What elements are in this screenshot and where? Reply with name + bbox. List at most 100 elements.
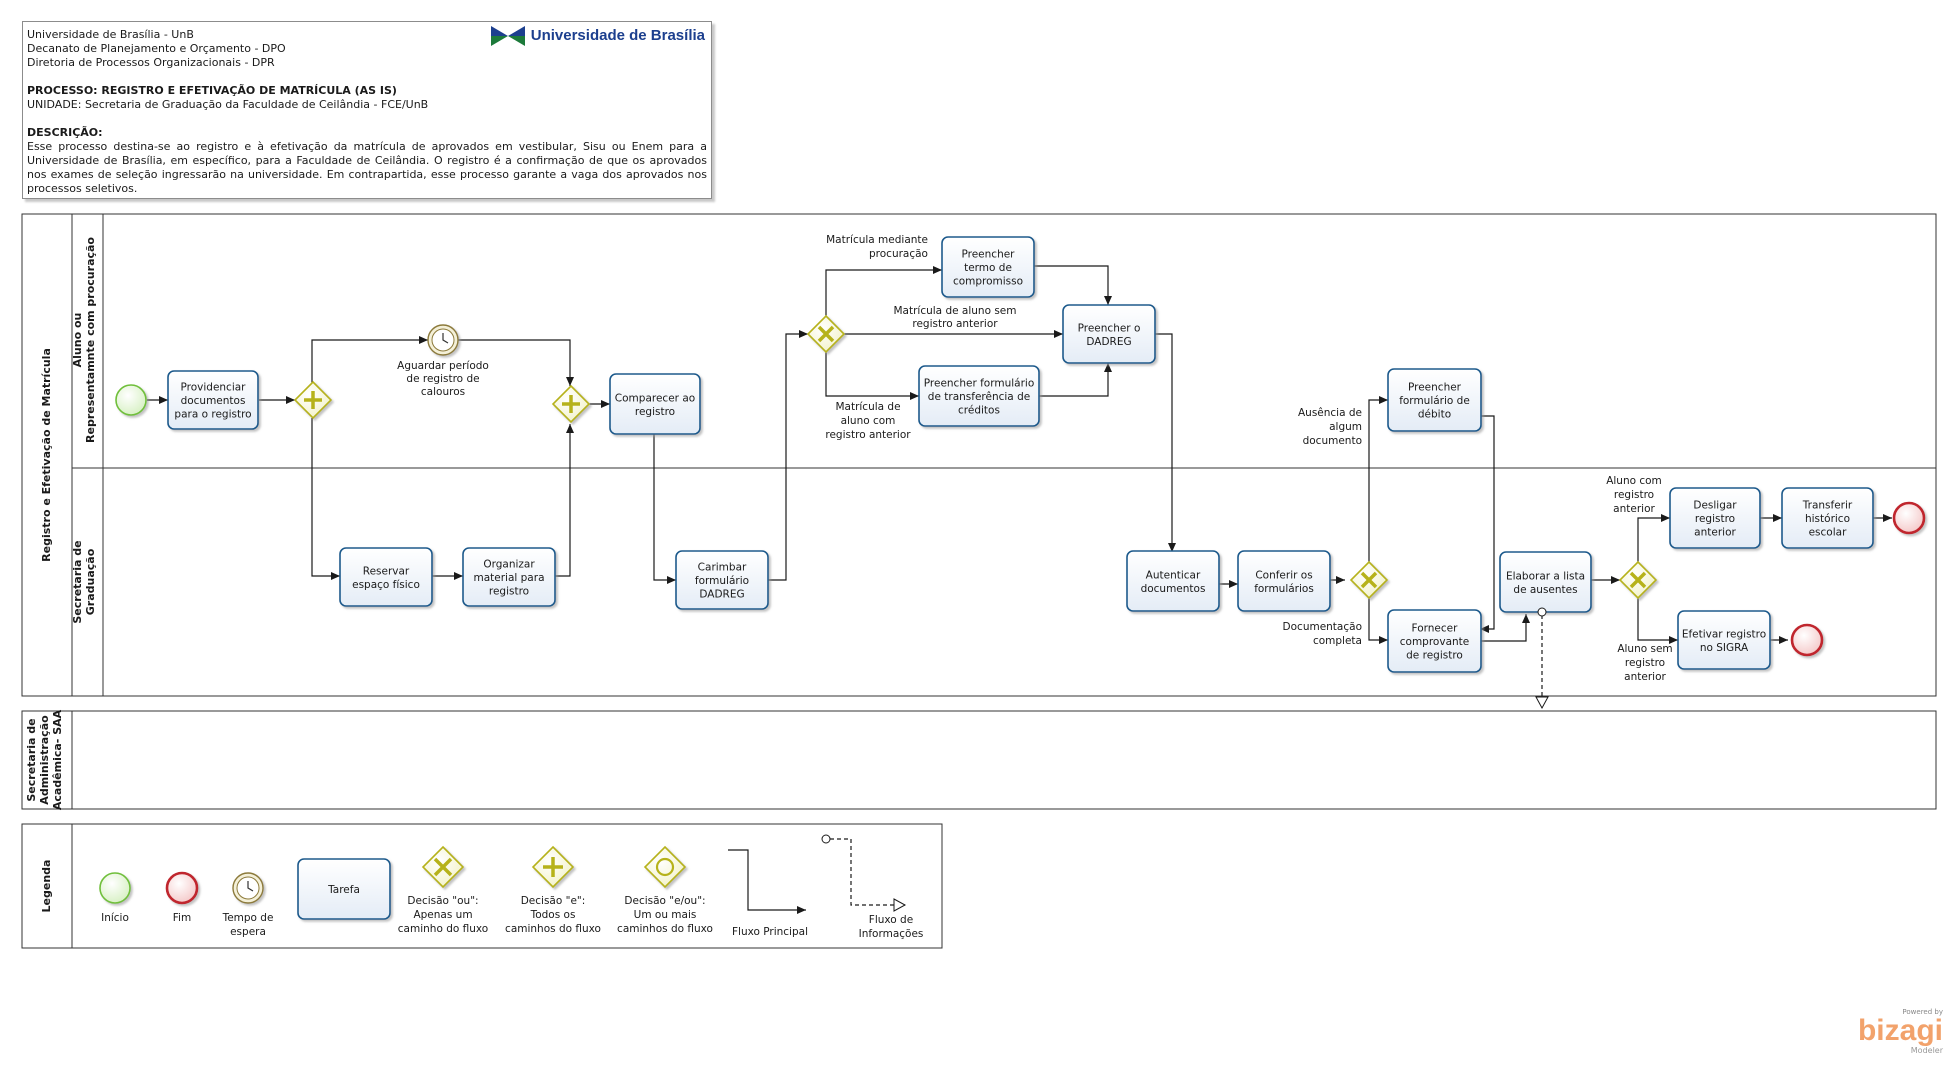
label-com-registro-1: Matrícula de xyxy=(835,401,900,413)
legend-fim-label: Fim xyxy=(173,912,191,924)
legend-ou-label-2: Apenas um xyxy=(413,909,472,921)
legend-eou-label-1: Decisão "e/ou": xyxy=(624,895,705,907)
timer-event xyxy=(427,324,459,356)
task-label: formulários xyxy=(1254,583,1314,595)
task-label: Preencher xyxy=(961,249,1015,261)
task-label: anterior xyxy=(1694,527,1736,539)
task-box xyxy=(167,370,259,430)
org-line: Universidade de Brasília - UnB xyxy=(27,28,194,41)
label-completa-2: completa xyxy=(1313,635,1362,647)
task-label: Carimbar xyxy=(698,562,747,574)
task-label: de ausentes xyxy=(1513,584,1577,596)
task-box xyxy=(1126,550,1220,612)
task-label: Conferir os xyxy=(1255,569,1312,581)
task-label: Efetivar registro xyxy=(1682,628,1766,640)
legend-ou-label-1: Decisão "ou": xyxy=(407,895,478,907)
legend-espera-label-2: espera xyxy=(230,926,266,938)
timer-label-3: calouros xyxy=(421,386,465,398)
pool-label-legend: Legenda xyxy=(40,860,53,913)
end-event-sigra xyxy=(1790,623,1824,657)
task-label: escolar xyxy=(1809,527,1847,539)
pool-label-saa-2: Administração xyxy=(38,715,51,805)
description-title: DESCRIÇÃO: xyxy=(27,126,103,139)
task-label: comprovante xyxy=(1400,636,1469,648)
label-ausencia-3: documento xyxy=(1303,435,1362,447)
legend-end-icon xyxy=(165,871,199,905)
bizagi-product: Modeler xyxy=(1910,1046,1943,1055)
task-label: DADREG xyxy=(1086,336,1131,348)
pool-label-saa-3: Acadêmica- SAA xyxy=(51,709,64,810)
task-box xyxy=(462,547,556,607)
task-box xyxy=(339,547,433,607)
task-label: Organizar xyxy=(483,559,535,571)
task-label: Comparecer ao xyxy=(615,392,695,404)
legend-exclusive-gateway-icon xyxy=(421,845,465,889)
parallel-gateway-split xyxy=(293,380,333,420)
task-label: material para xyxy=(473,572,544,584)
exclusive-gateway-registro xyxy=(1618,560,1658,600)
bizagi-logo: bizagi xyxy=(1857,1014,1943,1047)
label-aluno-com-3: anterior xyxy=(1613,503,1655,515)
task-label: registro xyxy=(489,586,529,598)
lane-label-aluno-1: Aluno ou xyxy=(71,313,84,368)
pool-label-main: Registro e Efetivação de Matrícula xyxy=(40,348,53,562)
task-box xyxy=(1387,609,1482,673)
timer-label-2: de registro de xyxy=(406,373,479,385)
task-label: Transferir xyxy=(1802,500,1853,512)
task-label: Fornecer xyxy=(1412,623,1459,635)
task-box xyxy=(1669,487,1761,549)
unit-line: UNIDADE: Secretaria de Graduação da Facu… xyxy=(27,98,429,111)
org-line: Decanato de Planejamento e Orçamento - D… xyxy=(27,42,286,55)
task-box xyxy=(1387,368,1482,432)
label-ausencia-1: Ausência de xyxy=(1298,407,1362,419)
task-label: de transferência de xyxy=(928,391,1030,403)
exclusive-gateway-documentacao xyxy=(1349,560,1389,600)
label-sem-registro-1: Matrícula de aluno sem xyxy=(893,305,1016,317)
start-event xyxy=(115,384,147,416)
legend-timer-icon xyxy=(232,872,264,904)
lane-label-sec-1: Secretaria de xyxy=(71,540,84,623)
legend-ou-label-3: caminho do fluxo xyxy=(398,923,488,935)
pool-legend xyxy=(21,823,943,949)
end-event-historico xyxy=(1892,501,1926,535)
legend-eou-label-2: Um ou mais xyxy=(634,909,697,921)
lane-label-aluno-2: Representamnte com procuração xyxy=(84,237,97,443)
legend-espera-label-1: Tempo de xyxy=(222,912,274,924)
legend-task-icon xyxy=(297,858,391,920)
task-box xyxy=(609,373,701,435)
task-label: formulário de xyxy=(1399,395,1470,407)
exclusive-gateway-matricula xyxy=(806,314,846,354)
task-label: de registro xyxy=(1406,650,1463,662)
task-label: histórico xyxy=(1805,513,1850,525)
lane-label-sec-2: Graduação xyxy=(84,548,97,615)
pool-saa xyxy=(21,710,1937,810)
legend-e-label-3: caminhos do fluxo xyxy=(505,923,601,935)
task-box xyxy=(1677,610,1771,670)
task-label: Desligar xyxy=(1693,500,1737,512)
task-label: espaço físico xyxy=(352,579,420,591)
gateways xyxy=(293,314,1658,600)
task-box xyxy=(918,365,1040,427)
task-label: débito xyxy=(1418,409,1451,421)
legend: Início Fim Tempo de espera Tarefa Decisã… xyxy=(99,834,923,940)
task-label: documentos xyxy=(181,395,246,407)
task-label: registro xyxy=(1695,513,1735,525)
bizagi-brand: Powered by bizagi Modeler xyxy=(1858,1008,1943,1055)
task-box xyxy=(1062,304,1156,364)
task-label: Preencher formulário xyxy=(924,378,1035,390)
task-label: créditos xyxy=(958,405,1000,417)
legend-inicio-label: Início xyxy=(101,912,129,924)
label-aluno-sem-3: anterior xyxy=(1624,671,1666,683)
legend-start-icon xyxy=(99,872,131,904)
task-label: DADREG xyxy=(699,589,744,601)
label-com-registro-2: aluno com xyxy=(841,415,896,427)
process-title: PROCESSO: REGISTRO E EFETIVAÇÃO DE MATRÍ… xyxy=(27,84,397,97)
